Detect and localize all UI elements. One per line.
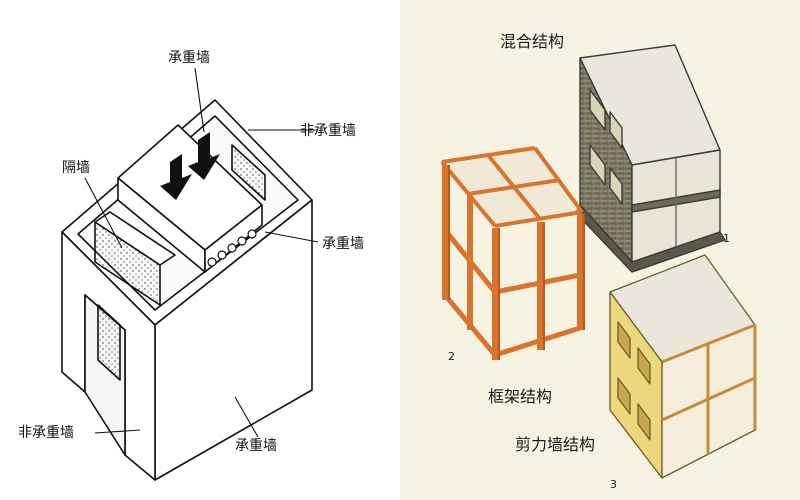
shear-window-upper-1	[617, 321, 631, 359]
mixed-window-upper-2	[609, 111, 623, 149]
label-load-bearing-top: 承重墙	[168, 50, 210, 66]
mixed-window-lower-1	[589, 144, 606, 186]
shear-window-upper-2	[637, 347, 651, 385]
interior-wall-right	[231, 144, 266, 201]
load-arrows	[160, 132, 220, 200]
door-side-panel	[97, 304, 121, 381]
label-non-load-bearing-right: 非承重墙	[300, 123, 356, 139]
label-load-bearing-slab: 承重墙	[322, 236, 364, 252]
label-non-load-bearing-left: 非承重墙	[18, 425, 74, 441]
title-mixed-structure: 混合结构	[500, 32, 564, 51]
frame-structure-building	[440, 146, 585, 360]
shear-window-lower-2	[637, 403, 651, 441]
structure-types-illustration: 1	[400, 0, 800, 500]
load-arrow-right	[188, 132, 220, 180]
mixed-structure-building	[574, 44, 726, 273]
title-shear-wall-structure: 剪力墙结构	[515, 435, 595, 454]
shear-wall-building	[609, 254, 757, 479]
mixed-number: 1	[723, 232, 730, 245]
frame-number: 2	[448, 350, 455, 363]
label-load-bearing-front: 承重墙	[235, 438, 277, 454]
shear-window-lower-1	[617, 377, 631, 415]
title-frame-structure: 框架结构	[488, 387, 552, 406]
isometric-building-drawing: 承重墙 隔墙 非承重墙 承重墙 非承重墙 承重墙	[18, 50, 364, 481]
load-arrow-left	[160, 154, 192, 200]
structure-types-drawing: 1	[400, 0, 800, 500]
mixed-window-lower-2	[609, 167, 623, 205]
label-partition: 隔墙	[62, 160, 90, 176]
mixed-window-upper-1	[589, 89, 606, 131]
load-bearing-wall-diagram: 承重墙 隔墙 非承重墙 承重墙 非承重墙 承重墙	[18, 50, 364, 481]
hollow-core-slab	[207, 229, 257, 267]
shear-number: 3	[610, 478, 617, 491]
leader-lines	[84, 67, 319, 438]
